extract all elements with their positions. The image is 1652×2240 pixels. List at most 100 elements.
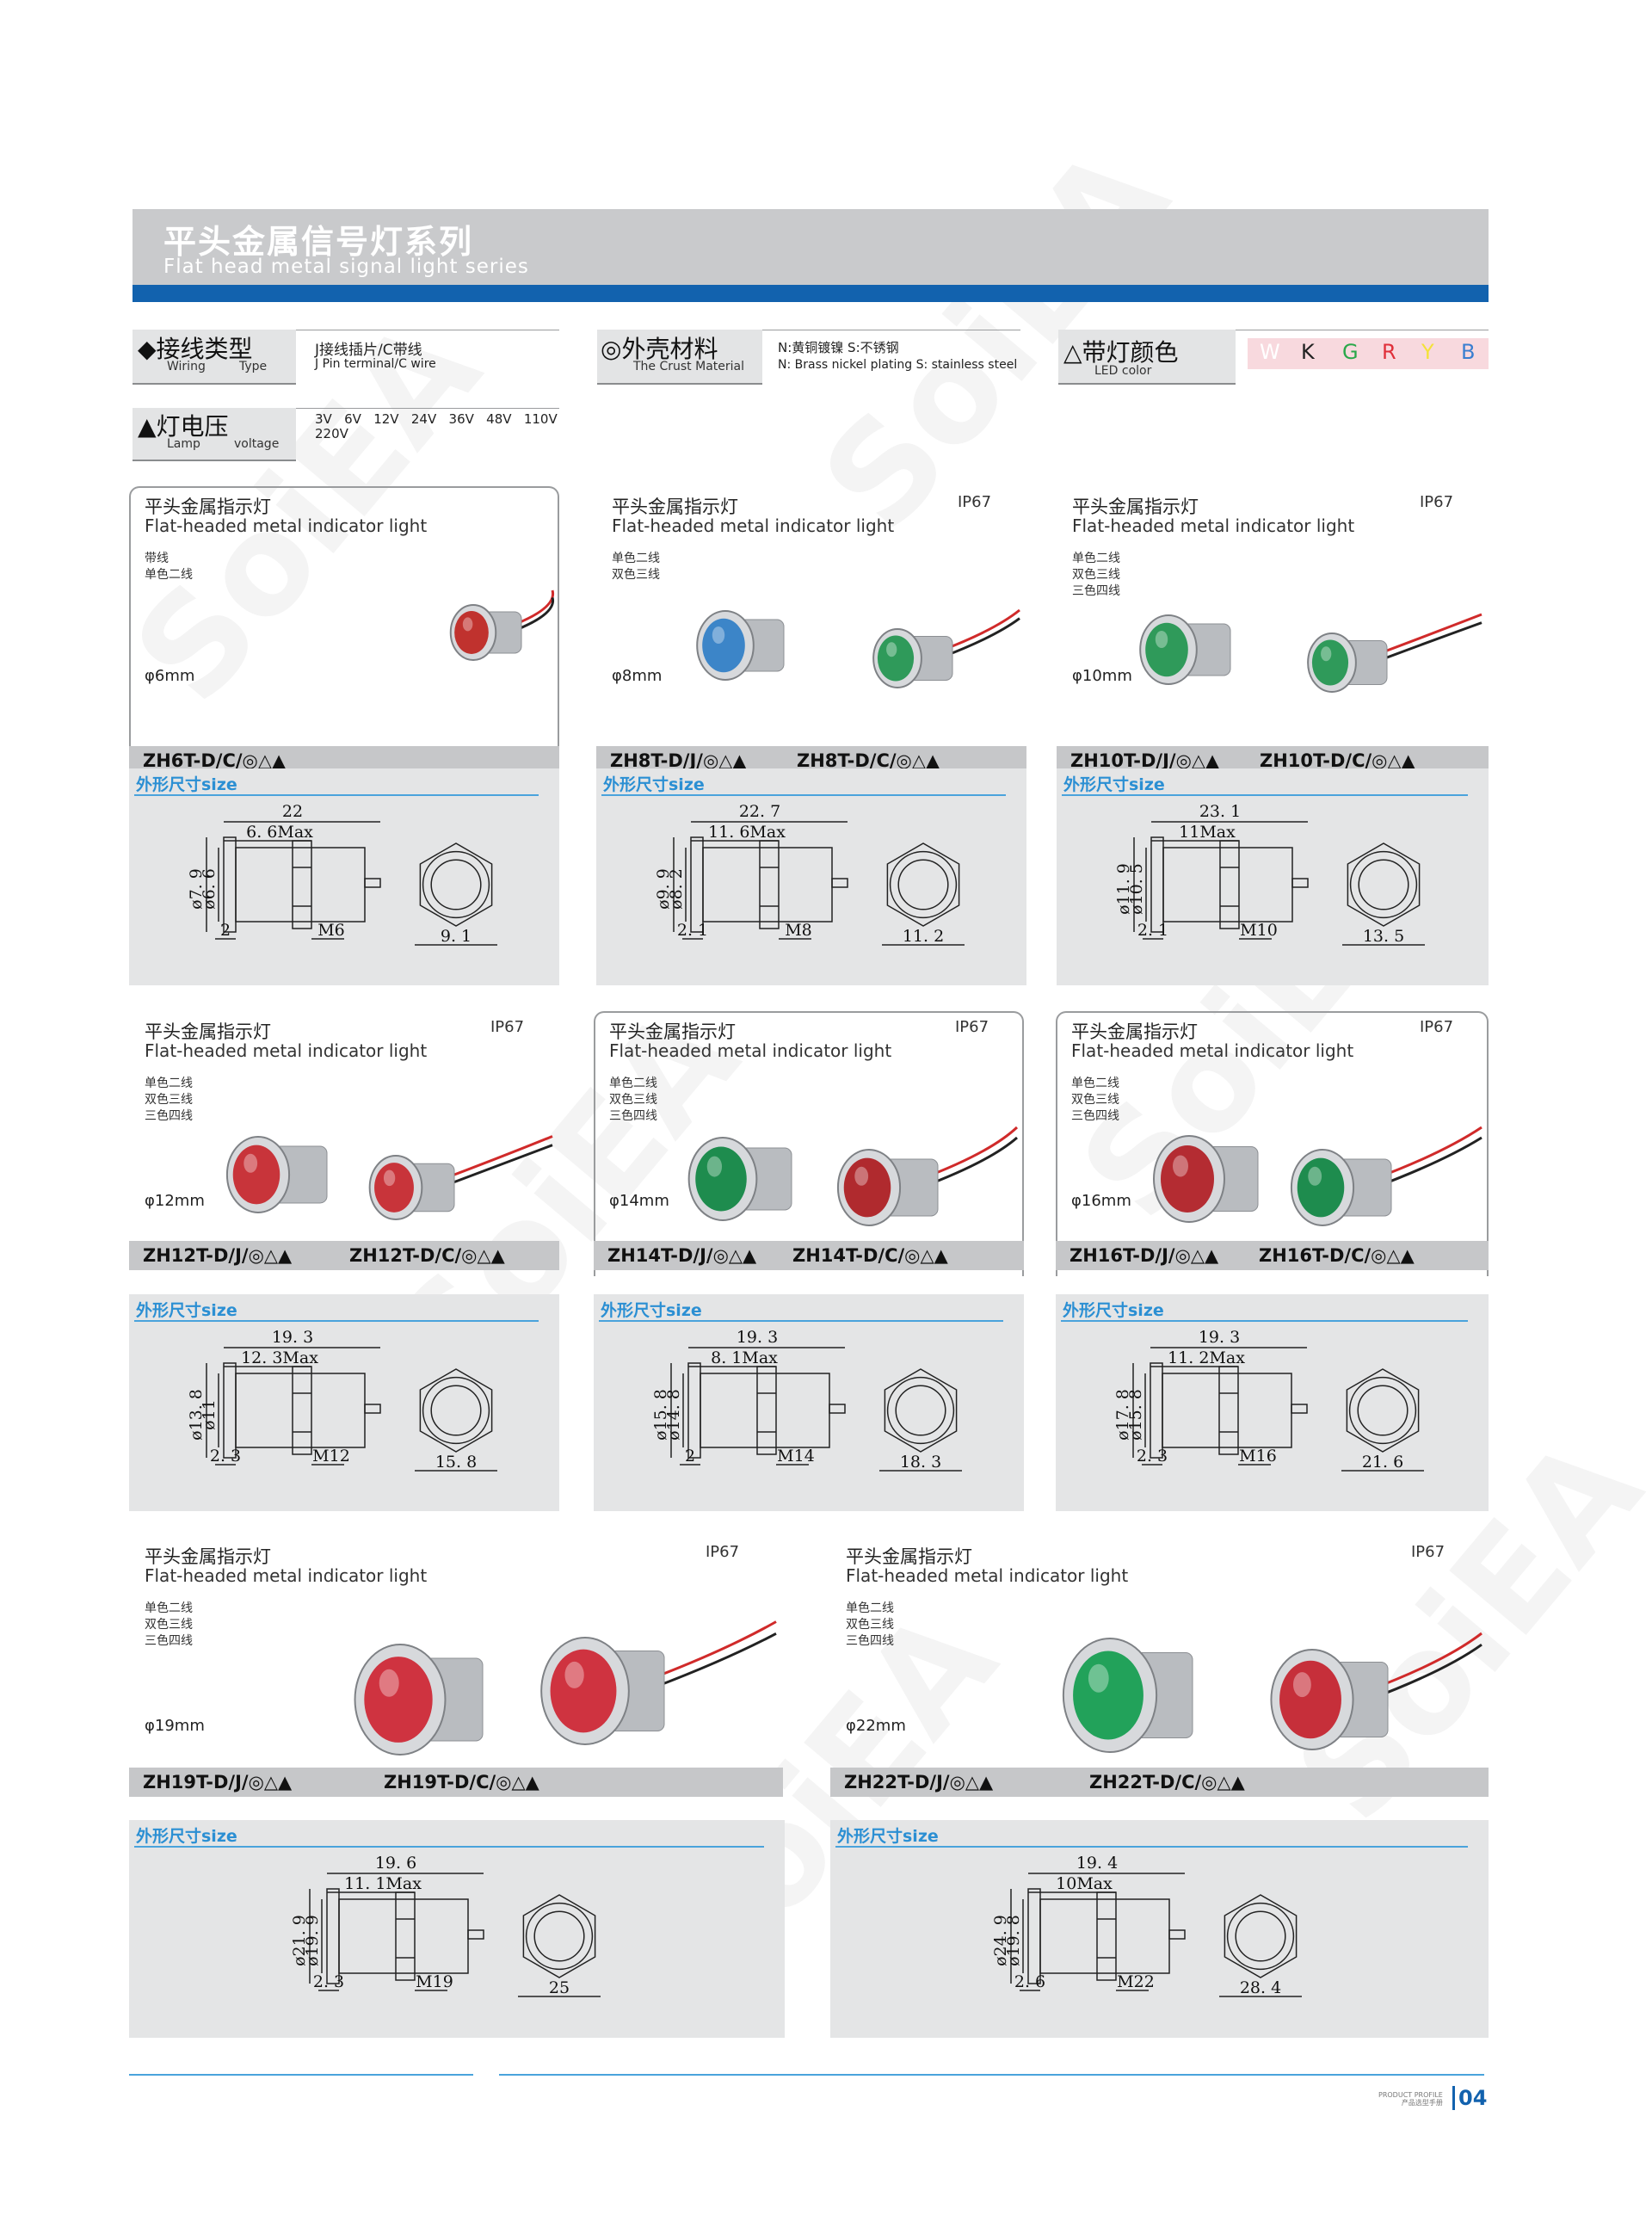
dim-length: 19. 4: [1076, 1854, 1118, 1873]
color-code-strip: W K G R Y B: [1248, 338, 1489, 369]
indicator-lamp-illustration: [872, 608, 1020, 688]
dim-hex-width: 18. 3: [900, 1453, 941, 1472]
wiring-desc-cn: J接线插片/C带线: [315, 342, 422, 359]
model-number: ZH12T-D/C/◎△▲: [349, 1245, 505, 1266]
voltage-label-en1: Lamp: [167, 437, 200, 451]
dim-thread: M10: [1240, 921, 1278, 940]
dim-hex-width: 13. 5: [1363, 927, 1404, 946]
wire-option: 单色二线: [612, 552, 660, 565]
wire-options: 单色二线双色三线三色四线: [1071, 1076, 1119, 1125]
size-title: 外形尺寸size: [1063, 1301, 1164, 1320]
diameter-label: φ10mm: [1072, 667, 1132, 685]
diameter-label: φ8mm: [612, 667, 663, 685]
wire-options: 单色二线双色三线三色四线: [1072, 551, 1120, 600]
size-title: 外形尺寸size: [603, 775, 705, 794]
dim-inner-diameter: ø19. 8: [1004, 1915, 1023, 1966]
model-bar: ZH14T-D/J/◎△▲ZH14T-D/C/◎△▲: [594, 1241, 1024, 1270]
dim-length: 22. 7: [739, 802, 780, 821]
dim-hex-width: 15. 8: [435, 1453, 477, 1472]
wiring-label-box: [133, 330, 296, 385]
page-number: 04: [1452, 2086, 1487, 2110]
material-desc-en: N: Brass nickel plating S: stainless ste…: [778, 358, 1018, 372]
product-title-cn: 平头金属指示灯: [612, 497, 738, 517]
product-photo: [696, 608, 1020, 688]
dim-max-length: 6. 6Max: [246, 823, 313, 842]
card-frame: [129, 486, 559, 751]
ip-rating: IP67: [955, 1018, 989, 1036]
size-title: 外形尺寸size: [1063, 775, 1165, 794]
product-title-en: Flat-headed metal indicator light: [145, 515, 428, 536]
wire-option: 单色二线: [145, 1601, 193, 1615]
double-circle-icon: ◎: [601, 335, 622, 363]
dim-max-length: 11. 2Max: [1168, 1348, 1245, 1367]
wire-options: 单色二线双色三线三色四线: [609, 1076, 657, 1125]
indicator-lamp-illustration: [696, 610, 785, 681]
indicator-lamp-illustration: [368, 1135, 553, 1220]
product-photo: [449, 589, 555, 661]
color-label-box: [1058, 330, 1236, 385]
dim-thread: M22: [1117, 1972, 1155, 1991]
wire-options: 单色二线双色三线三色四线: [145, 1076, 193, 1125]
size-title-underline: [599, 1320, 1003, 1322]
indicator-lamp-illustration: [1270, 1632, 1482, 1750]
model-number: ZH12T-D/J/◎△▲: [143, 1245, 293, 1266]
wire-option: 双色三线: [612, 568, 660, 582]
dim-flange-thickness: 2. 1: [1137, 921, 1168, 940]
size-title-underline: [835, 1846, 1468, 1848]
size-title: 外形尺寸size: [837, 1827, 939, 1846]
size-title-underline: [601, 794, 1006, 796]
model-number: ZH22T-D/J/◎△▲: [844, 1772, 994, 1793]
model-number: ZH10T-D/C/◎△▲: [1260, 750, 1415, 771]
material-desc-cn: N:黄铜镀镍 S:不锈钢: [778, 340, 899, 355]
wire-option: 单色二线: [609, 1077, 657, 1090]
dim-thread: M12: [312, 1447, 350, 1466]
dim-flange-thickness: 2. 1: [677, 921, 708, 940]
model-bar: ZH16T-D/J/◎△▲ZH16T-D/C/◎△▲: [1056, 1241, 1489, 1270]
dim-flange-thickness: 2: [685, 1447, 695, 1466]
wire-option: 三色四线: [145, 1634, 193, 1648]
model-number: ZH10T-D/J/◎△▲: [1070, 750, 1220, 771]
color-code-g: G: [1342, 340, 1359, 364]
wiring-desc-en: J Pin terminal/C wire: [315, 357, 436, 371]
indicator-lamp-illustration: [449, 589, 555, 661]
product-title-en: Flat-headed metal indicator light: [1071, 1040, 1354, 1061]
product-title-en: Flat-headed metal indicator light: [609, 1040, 892, 1061]
model-number: ZH19T-D/J/◎△▲: [143, 1772, 293, 1793]
wiring-label: ◆接线类型: [138, 335, 253, 363]
model-number: ZH6T-D/C/◎△▲: [143, 750, 287, 771]
dim-inner-diameter: ø19. 9: [303, 1915, 322, 1966]
wire-option: 双色三线: [1071, 1093, 1119, 1107]
dim-max-length: 11. 6Max: [708, 823, 786, 842]
diameter-label: φ19mm: [145, 1717, 205, 1735]
product-title-en: Flat-headed metal indicator light: [145, 1565, 428, 1586]
wire-option: 双色三线: [145, 1093, 193, 1107]
wire-option: 双色三线: [145, 1618, 193, 1632]
wire-options: 单色二线双色三线三色四线: [846, 1601, 894, 1650]
product-title-cn: 平头金属指示灯: [145, 497, 271, 517]
product-title-en: Flat-headed metal indicator light: [612, 515, 895, 536]
color-code-y: Y: [1421, 340, 1434, 364]
dim-outer-diameter: ø24. 9: [991, 1915, 1010, 1966]
wire-option: 三色四线: [609, 1109, 657, 1123]
color-code-r: R: [1382, 340, 1396, 364]
ip-rating: IP67: [958, 493, 992, 511]
diamond-icon: ◆: [138, 335, 157, 363]
wire-option: 单色二线: [145, 568, 193, 582]
size-title-underline: [134, 794, 539, 796]
voltage-values-2: 220V: [315, 426, 348, 441]
diameter-label: φ22mm: [846, 1717, 906, 1735]
wire-option: 双色三线: [846, 1618, 894, 1632]
page-title: 平头金属信号灯系列: [163, 223, 474, 261]
wire-option: 双色三线: [609, 1093, 657, 1107]
card-frame: [1056, 1011, 1489, 1276]
